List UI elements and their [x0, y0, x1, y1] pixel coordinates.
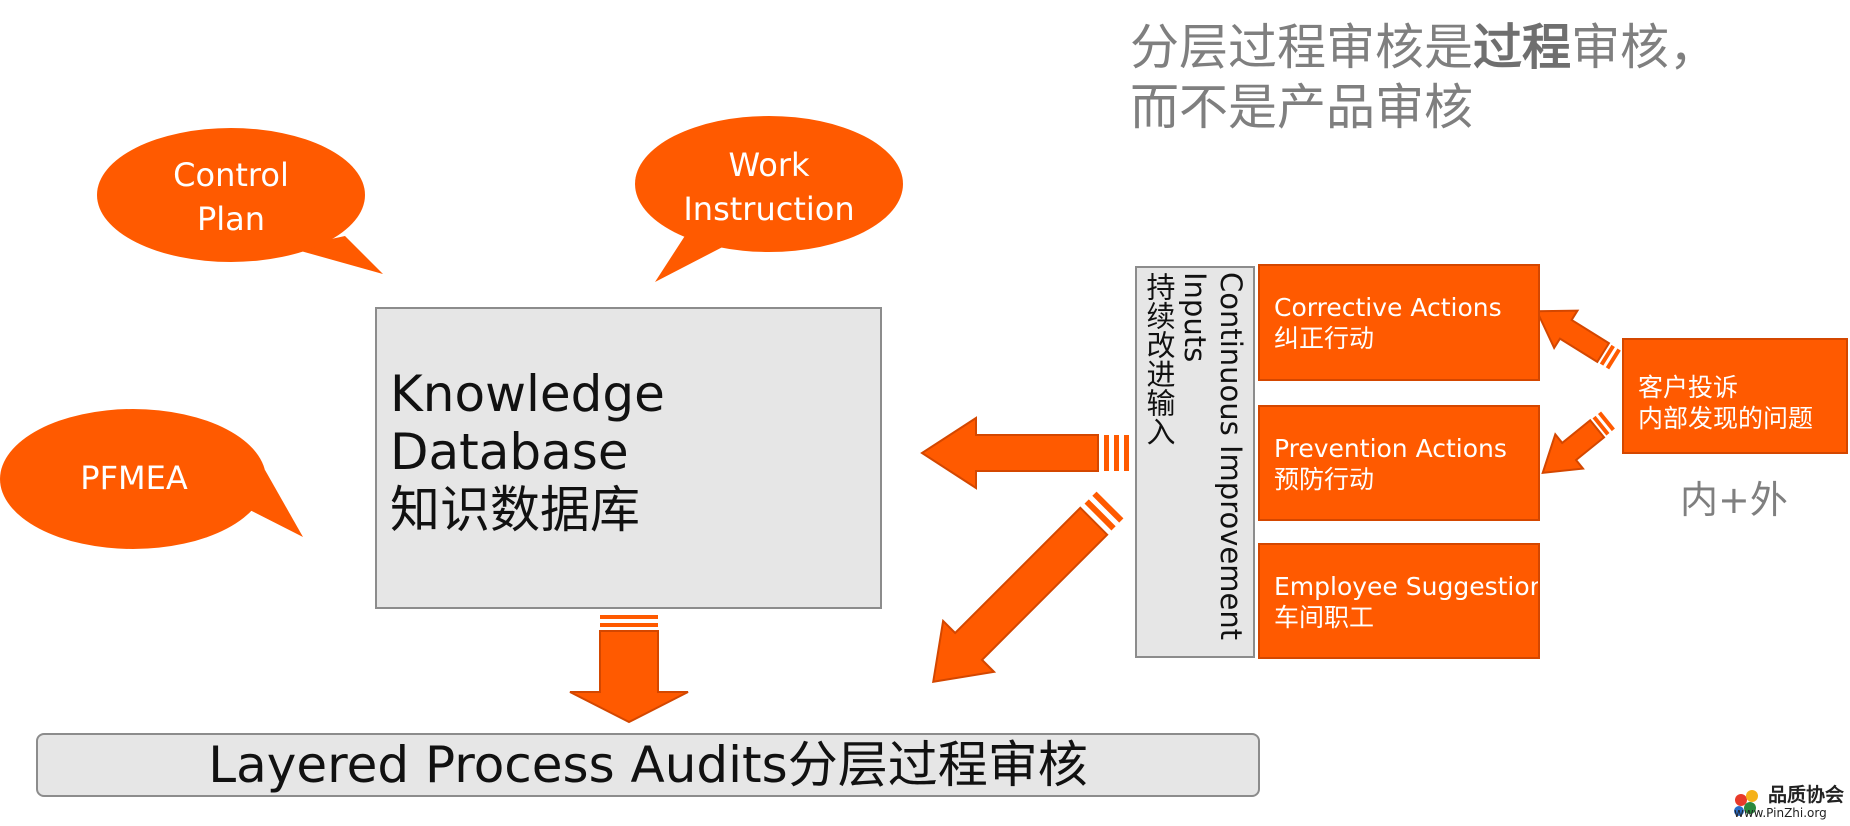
arrow-ci-to-lpa	[932, 491, 1124, 683]
problem-sources-box: 客户投诉 内部发现的问题	[1622, 338, 1848, 454]
pinzhi-logo-icon	[1734, 790, 1758, 816]
knowledge-database-box	[375, 307, 882, 609]
speech-bubble-work-instruction	[635, 116, 903, 282]
logo-name: 品质协会	[1768, 784, 1845, 806]
speech-bubble-control-plan	[97, 128, 383, 274]
arrow-source-to-corrective	[1535, 309, 1621, 370]
title-line-1: 分层过程审核是过程审核，	[1130, 19, 1719, 76]
knowledge-database-label: Knowledge Database 知识数据库	[390, 365, 665, 539]
arrow-ci-to-kb	[920, 416, 1129, 490]
layered-process-audits-label: Layered Process Audits分层过程审核	[208, 736, 1088, 794]
ci-label-en-line2: Inputs	[1178, 272, 1212, 363]
continuous-improvement-inputs-box	[1135, 266, 1255, 658]
speech-bubble-pfmea	[0, 409, 303, 549]
title-line-2: 而不是产品审核	[1130, 79, 1474, 136]
bubble-label-control-plan: Control Plan	[173, 156, 289, 238]
prevention-actions-box: Prevention Actions 预防行动	[1258, 405, 1540, 521]
employee-suggestions-box: Employee Suggestions 车间职工	[1258, 543, 1540, 659]
corrective-actions-box: Corrective Actions 纠正行动	[1258, 264, 1540, 381]
ci-label-cn: 持续改进输入	[1142, 272, 1176, 446]
slide-title: 分层过程审核是过程审核， 而不是产品审核	[1130, 18, 1830, 138]
title-emphasis: 过程	[1473, 19, 1572, 76]
bubble-label-pfmea: PFMEA	[80, 459, 188, 497]
ci-label-en-line1: Continuous Improvement	[1214, 272, 1248, 641]
layered-process-audits-bar	[36, 733, 1260, 797]
bubble-label-work-instruction: Work Instruction	[683, 146, 855, 228]
internal-external-label: 内+外	[1680, 478, 1788, 522]
arrow-source-to-prevention	[1541, 411, 1615, 475]
logo-url: www.PinZhi.org	[1734, 806, 1827, 820]
arrow-kb-to-lpa	[569, 615, 689, 724]
